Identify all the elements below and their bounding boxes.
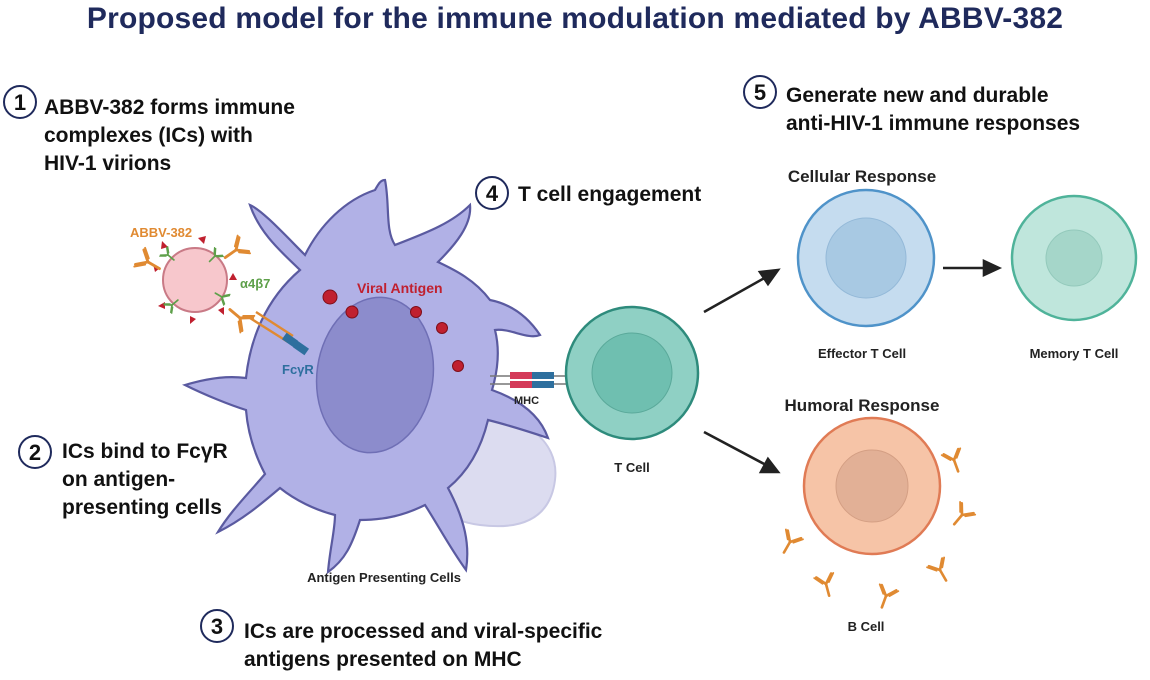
step-2-circle (18, 435, 52, 469)
effector-label: Effector T Cell (818, 346, 906, 361)
abbv382-label: ABBV-382 (130, 225, 192, 240)
humoral-response-label: Humoral Response (785, 396, 940, 415)
step-4-circle (475, 176, 509, 210)
step-1-text: ABBV-382 forms immune complexes (ICs) wi… (44, 96, 295, 175)
mhc-receptor (490, 372, 575, 388)
step-1-circle (3, 85, 37, 119)
step-4-text: T cell engagement (518, 183, 702, 206)
step-2-text: ICs bind to FcγR on antigen- presenting … (62, 440, 228, 519)
step-3-circle (200, 609, 234, 643)
step-5-circle (743, 75, 777, 109)
t-cell-label: T Cell (614, 460, 649, 475)
hiv-virion (162, 247, 228, 313)
page-title: Proposed model for the immune modulation… (86, 2, 1064, 35)
viral-antigen-dots (322, 289, 464, 372)
viral-antigen-label: Viral Antigen (357, 280, 443, 296)
step-2-number: 2 (29, 440, 41, 465)
step-number-circles (3, 75, 777, 643)
fcgr-receptor (249, 310, 310, 356)
step-1-number: 1 (14, 90, 26, 115)
a4b7-label: α4β7 (240, 276, 270, 291)
mhc-label: MHC (514, 395, 539, 407)
step-3-number: 3 (211, 614, 223, 639)
apc-nucleus (315, 296, 435, 454)
step-5-number: 5 (754, 80, 766, 105)
memory-label: Memory T Cell (1030, 346, 1119, 361)
cellular-response-label: Cellular Response (788, 167, 936, 186)
step-3-text: ICs are processed and viral-specific ant… (244, 620, 603, 671)
fcgr-label: FcγR (282, 362, 314, 377)
b-cell-nucleus (835, 449, 909, 523)
step-4-number: 4 (486, 181, 499, 206)
apc-label: Antigen Presenting Cells (307, 570, 461, 585)
step-5-text: Generate new and durable anti-HIV-1 immu… (786, 84, 1081, 135)
b-cell-label: B Cell (848, 619, 885, 634)
hiv-virion-complex (132, 234, 256, 334)
effector-t-cell-nucleus (825, 217, 907, 299)
arrows (703, 258, 1003, 474)
memory-t-cell-nucleus (1045, 229, 1103, 287)
t-cell-nucleus (591, 332, 673, 414)
